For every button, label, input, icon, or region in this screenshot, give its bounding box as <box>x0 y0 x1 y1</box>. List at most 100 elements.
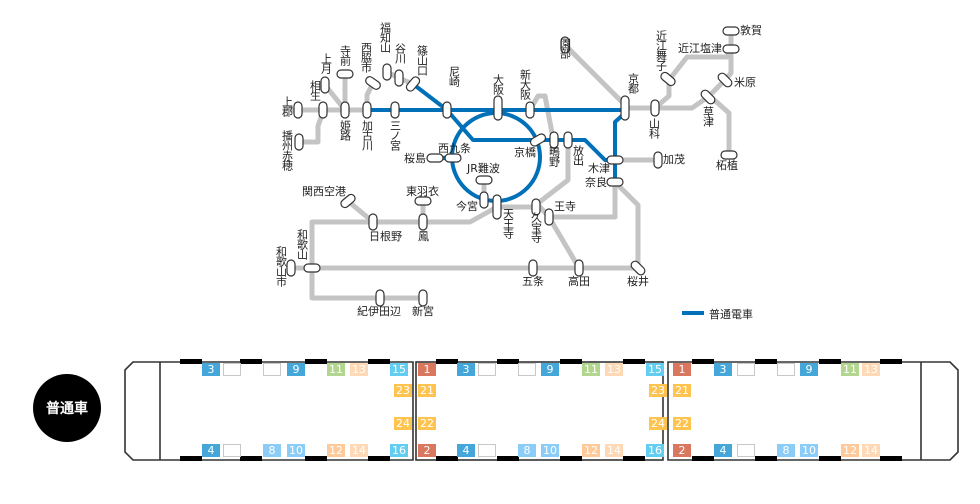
seat-empty[interactable] <box>223 444 241 457</box>
station-label: 尼崎 <box>447 66 461 86</box>
seat-number[interactable]: 24 <box>394 417 412 430</box>
station-label: 関西空港 <box>302 185 346 198</box>
seat-number[interactable]: 22 <box>418 417 436 430</box>
seat-number[interactable]: 21 <box>418 384 436 397</box>
seat-number[interactable]: 2 <box>673 444 691 457</box>
legend-line-swatch <box>682 311 704 315</box>
seat-empty[interactable] <box>518 363 536 376</box>
seat-number[interactable]: 16 <box>646 444 664 457</box>
station-label: 今宮 <box>456 200 478 213</box>
station-label: 播州赤穂 <box>280 130 294 170</box>
station-label: 福知山 <box>378 22 392 52</box>
seat-empty[interactable] <box>737 444 755 457</box>
door-marker <box>240 456 262 461</box>
door-marker <box>560 359 582 364</box>
seat-number[interactable]: 14 <box>605 444 623 457</box>
door-marker <box>180 456 202 461</box>
station-label: 木津 <box>588 162 610 175</box>
station-label: 草津 <box>701 106 715 126</box>
seat-empty[interactable] <box>223 363 241 376</box>
station-label: 桜島 <box>404 152 426 165</box>
seat-number[interactable]: 22 <box>673 417 691 430</box>
door-marker <box>436 456 458 461</box>
station-label: 和歌山 <box>295 229 309 259</box>
seat-number[interactable]: 12 <box>582 444 600 457</box>
door-marker <box>368 359 390 364</box>
seat-number[interactable]: 4 <box>714 444 732 457</box>
seat-number[interactable]: 13 <box>350 363 368 376</box>
seat-number[interactable]: 3 <box>202 363 220 376</box>
station-label: 京橋 <box>514 146 536 159</box>
seat-number[interactable]: 9 <box>541 363 559 376</box>
seat-number[interactable]: 13 <box>862 363 880 376</box>
station-label: 奈良 <box>585 176 607 189</box>
door-marker <box>436 359 458 364</box>
seat-number[interactable]: 21 <box>673 384 691 397</box>
station-label: 谷川 <box>393 43 407 63</box>
station-label: 五条 <box>522 275 544 288</box>
seat-number[interactable]: 15 <box>390 363 408 376</box>
station-label: 姫路 <box>338 120 352 140</box>
station-label: 三ノ宮 <box>388 120 402 150</box>
station-markers <box>286 26 740 307</box>
station-label: 王寺 <box>554 200 576 213</box>
seat-number[interactable]: 23 <box>649 384 667 397</box>
door-marker <box>497 456 519 461</box>
seat-number[interactable]: 1 <box>418 363 436 376</box>
seat-number[interactable]: 14 <box>350 444 368 457</box>
seat-number[interactable]: 8 <box>777 444 795 457</box>
station-label: 和歌山市 <box>274 246 288 286</box>
seat-number[interactable]: 24 <box>649 417 667 430</box>
seat-number[interactable]: 23 <box>394 384 412 397</box>
door-marker <box>180 359 202 364</box>
seat-number[interactable]: 4 <box>457 444 475 457</box>
seat-empty[interactable] <box>777 363 795 376</box>
seat-number[interactable]: 9 <box>800 363 818 376</box>
legend-label: 普通電車 <box>709 308 753 321</box>
seat-number[interactable]: 4 <box>202 444 220 457</box>
seat-number[interactable]: 16 <box>390 444 408 457</box>
door-marker <box>819 359 841 364</box>
seat-number[interactable]: 2 <box>418 444 436 457</box>
station-label: 相生 <box>308 80 322 100</box>
seat-number[interactable]: 14 <box>862 444 880 457</box>
seat-number[interactable]: 13 <box>605 363 623 376</box>
seat-number[interactable]: 3 <box>714 363 732 376</box>
door-marker <box>368 456 390 461</box>
door-marker <box>560 456 582 461</box>
station-label: 近江塩津 <box>678 42 722 55</box>
seat-number[interactable]: 8 <box>518 444 536 457</box>
seat-number[interactable]: 11 <box>582 363 600 376</box>
station-label: 西脇市 <box>359 42 373 72</box>
door-marker <box>623 359 645 364</box>
seat-number[interactable]: 1 <box>673 363 691 376</box>
station-label: 鴫野 <box>547 146 561 166</box>
seat-number[interactable]: 15 <box>646 363 664 376</box>
seat-empty[interactable] <box>263 363 281 376</box>
seat-number[interactable]: 11 <box>327 363 345 376</box>
seat-number[interactable]: 9 <box>287 363 305 376</box>
doors <box>180 359 902 461</box>
station-label: 加茂 <box>663 153 685 166</box>
seat-number[interactable]: 3 <box>457 363 475 376</box>
seat-number[interactable]: 10 <box>541 444 559 457</box>
door-marker <box>240 359 262 364</box>
station-label: 天王寺 <box>501 208 515 238</box>
seat-number[interactable]: 10 <box>287 444 305 457</box>
seat-number[interactable]: 11 <box>841 363 859 376</box>
station-label: 園部 <box>558 38 572 58</box>
seat-empty[interactable] <box>478 444 496 457</box>
station-label: 日根野 <box>369 230 402 243</box>
station-label: 高田 <box>568 275 590 288</box>
seat-number[interactable]: 10 <box>800 444 818 457</box>
station-label: 敦賀 <box>740 24 762 37</box>
seat-number[interactable]: 8 <box>263 444 281 457</box>
door-marker <box>497 359 519 364</box>
seat-empty[interactable] <box>737 363 755 376</box>
seat-empty[interactable] <box>478 363 496 376</box>
station-label: 山科 <box>647 118 661 138</box>
seat-number[interactable]: 12 <box>327 444 345 457</box>
seat-number[interactable]: 12 <box>841 444 859 457</box>
door-marker <box>755 359 777 364</box>
